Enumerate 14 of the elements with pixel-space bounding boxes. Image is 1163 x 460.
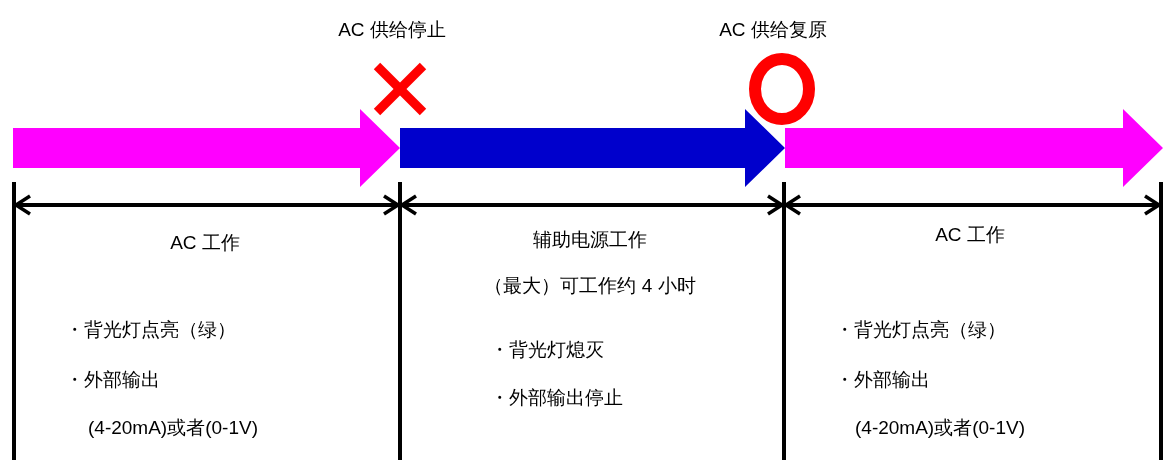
label-text: ・背光灯点亮（绿）	[835, 319, 1006, 341]
label-text: (4-20mA)或者(0-1V)	[855, 417, 1025, 439]
label-text: 辅助电源工作	[533, 229, 647, 251]
label-text: ・外部输出	[835, 369, 930, 391]
label-text: (4-20mA)或者(0-1V)	[88, 417, 258, 439]
label-text: （最大）可工作约 4 小时	[484, 275, 696, 297]
label-text: AC 工作	[170, 232, 240, 254]
label-text: AC 供给停止	[338, 19, 446, 41]
label-text: AC 工作	[935, 224, 1005, 246]
label-text: ・外部输出停止	[490, 387, 623, 409]
label-text: ・背光灯点亮（绿）	[65, 319, 236, 341]
label-text: ・外部输出	[65, 369, 160, 391]
label-text: ・背光灯熄灭	[490, 339, 604, 361]
label-text: AC 供给复原	[719, 19, 827, 41]
